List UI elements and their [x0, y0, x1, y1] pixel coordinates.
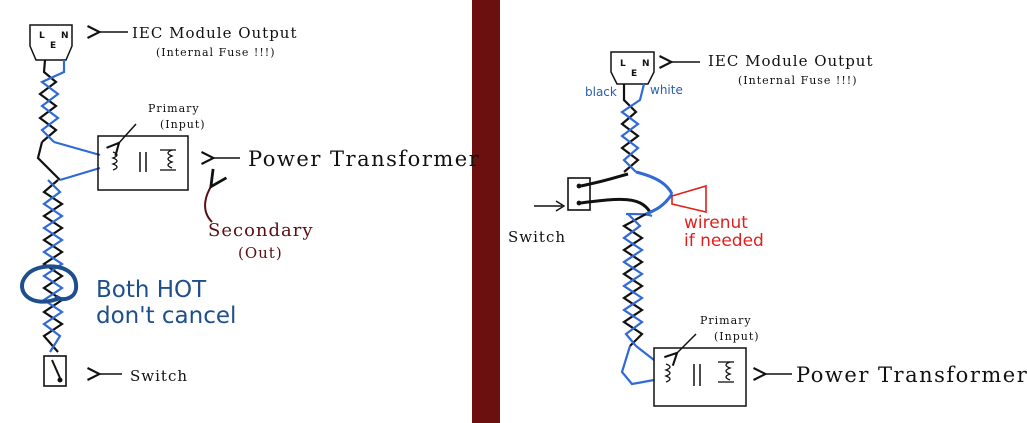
right-wire-label-white: white — [650, 83, 683, 97]
right-twisted-wires-upper — [620, 83, 646, 173]
right-iec-plug-icon: L N E — [610, 51, 655, 85]
right-switch-icon — [567, 177, 591, 211]
right-panel: L N E black white — [508, 51, 1027, 407]
left-plug-pin-n: N — [61, 31, 69, 41]
right-plug-pin-n: N — [642, 59, 650, 69]
left-panel: L N E — [20, 24, 480, 387]
left-transformer-label: Power Transformer — [248, 147, 480, 171]
right-switch-leads — [580, 170, 674, 218]
left-transformer-icon — [97, 135, 189, 191]
left-secondary-label-line1: Secondary — [208, 220, 314, 241]
right-transformer-icon — [653, 347, 747, 407]
right-primary-label-line2: (Input) — [714, 330, 760, 343]
right-transformer-label: Power Transformer — [796, 363, 1027, 387]
left-plug-pin-l: L — [39, 31, 45, 41]
left-primary-label-line2: (Input) — [160, 118, 206, 131]
left-switch-icon — [43, 355, 67, 387]
svg-text:E: E — [631, 69, 637, 79]
wirenut-label-line1: wirenut — [684, 213, 748, 233]
right-primary-arrow-icon — [676, 333, 697, 354]
right-wire-label-black: black — [585, 85, 617, 99]
left-secondary-label-line2: (Out) — [238, 244, 283, 262]
left-warning-line1: Both HOT — [96, 277, 207, 303]
right-primary-leads — [620, 345, 655, 386]
left-primary-arrow-icon — [118, 123, 137, 144]
wirenut-icon — [671, 184, 707, 214]
wirenut-label-line2: if needed — [684, 231, 764, 251]
right-iec-label-line2: (Internal Fuse !!!) — [738, 74, 858, 87]
left-iec-label-line1: IEC Module Output — [132, 24, 298, 42]
left-twisted-wires-upper — [38, 59, 66, 143]
left-twisted-wires-lower — [42, 179, 64, 353]
left-primary-leads — [36, 140, 101, 182]
right-twisted-wires-lower — [621, 213, 647, 347]
left-iec-label-line2: (Internal Fuse !!!) — [156, 46, 276, 59]
left-switch-label: Switch — [130, 367, 188, 385]
svg-text:E: E — [50, 41, 56, 51]
left-secondary-arrow-icon — [204, 185, 212, 223]
left-warning-loop — [20, 264, 79, 304]
right-iec-label-line1: IEC Module Output — [708, 52, 874, 70]
right-primary-label-line1: Primary — [700, 314, 752, 327]
left-primary-label-line1: Primary — [148, 102, 200, 115]
right-switch-label: Switch — [508, 228, 566, 246]
panel-divider — [472, 0, 500, 423]
left-iec-plug-icon: L N E — [29, 24, 73, 61]
right-plug-pin-l: L — [620, 59, 626, 69]
left-warning-line2: don't cancel — [96, 303, 236, 329]
